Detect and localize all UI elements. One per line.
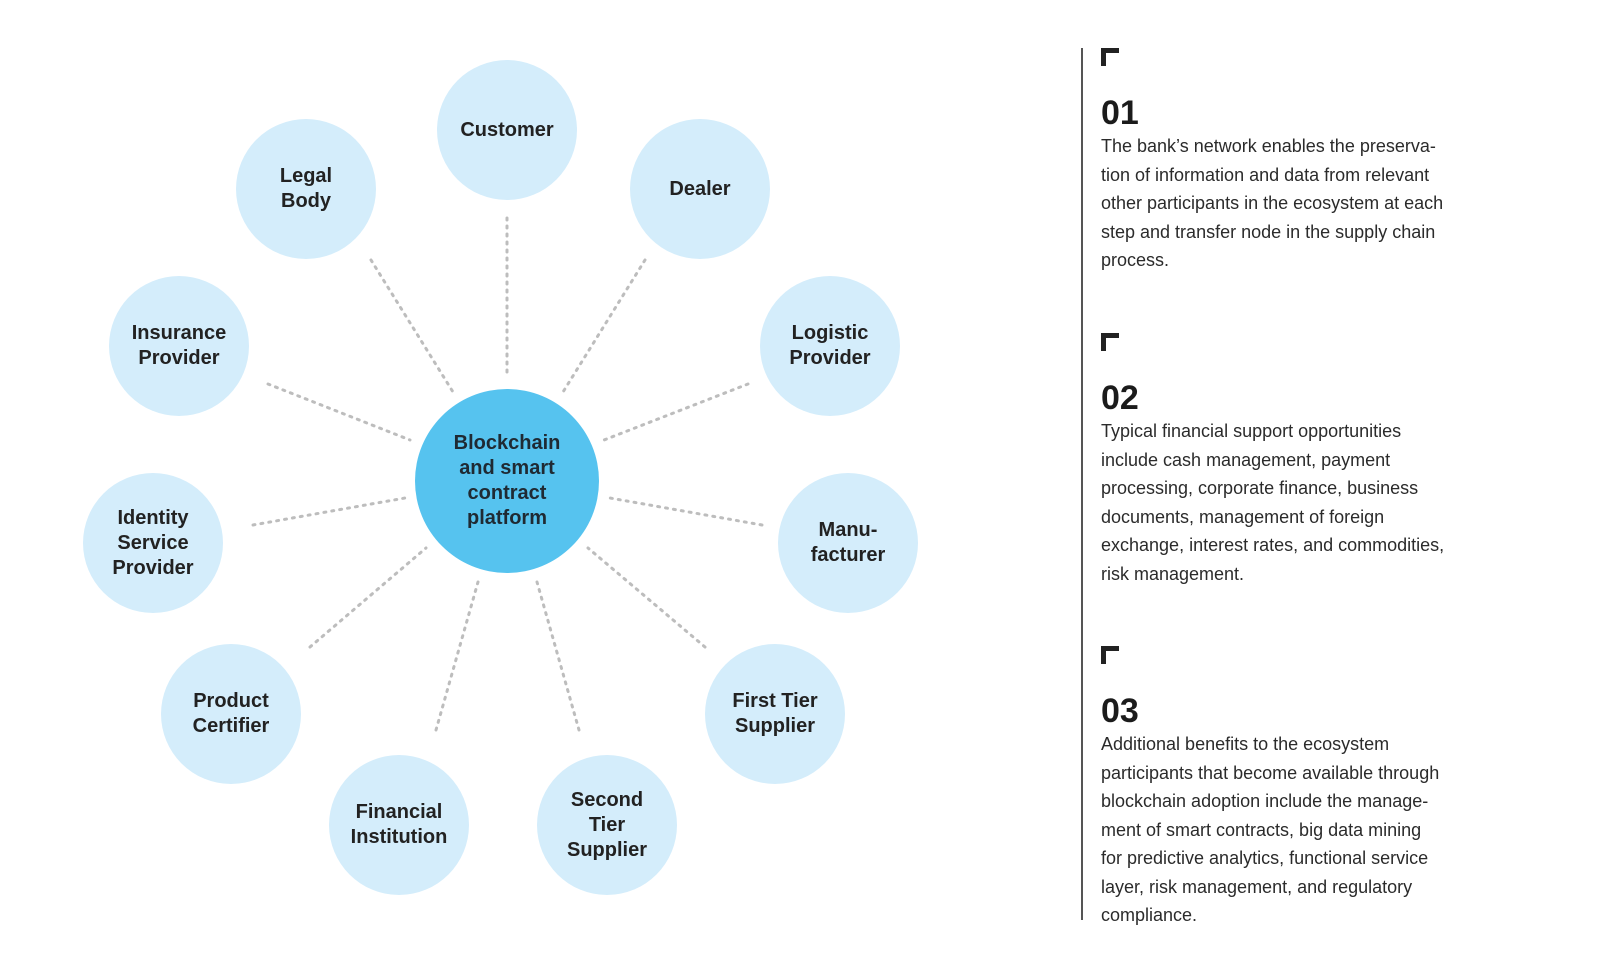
connector-lines [251,216,764,732]
node-product-certifier: Product Certifier [161,644,301,784]
node-manufacturer: Manu- facturer [778,473,918,613]
connector-insurance-provider [266,382,412,442]
info-section-02: 02 Typical financial support opportuniti… [1101,333,1491,588]
section-text: The bank’s network enables the preserva-… [1101,136,1444,270]
connector-manufacturer [608,496,764,527]
node-dealer: Dealer [630,119,770,259]
node-label: Logistic Provider [789,322,871,369]
node-second-tier-supplier: Second Tier Supplier [537,755,677,895]
node-label: Legal Body [279,165,333,212]
node-legal-body: Legal Body [236,119,376,259]
connector-identity-service-provider [251,496,407,527]
node-logistic-provider: Logistic Provider [760,276,900,416]
node-first-tier-supplier: First Tier Supplier [705,644,845,784]
blockchain-platform-hub: Blockchain and smart contract platform [415,389,599,573]
ecosystem-diagram: Blockchain and smart contract platform C… [83,60,918,895]
node-label: Financial Institution [350,801,448,848]
hub-label: Blockchain and smart contract platform [453,432,561,529]
connector-financial-institution [434,580,480,732]
node-label: Product Certifier [192,690,270,737]
node-label: Identity Service Provider [112,506,194,579]
connector-dealer [561,258,647,394]
info-section-01: 01 The bank’s network enables the preser… [1101,48,1491,275]
corner-mark-icon [1101,646,1119,664]
corner-mark-icon [1101,333,1119,351]
node-customer: Customer [437,60,577,200]
section-text: Additional benefits to the ecosystem par… [1101,734,1440,925]
connector-second-tier-supplier [535,580,581,732]
section-number: 03 [1101,692,1139,730]
section-text: Typical financial support opportunities … [1101,421,1445,584]
node-label: Second Tier Supplier [566,788,647,861]
connector-legal-body [369,258,455,394]
connector-product-certifier [308,546,428,649]
connector-first-tier-supplier [586,546,707,649]
node-insurance-provider: Insurance Provider [109,276,249,416]
section-number: 02 [1101,379,1139,417]
info-section-03: 03 Additional benefits to the ecosystem … [1101,646,1491,930]
node-identity-service-provider: Identity Service Provider [83,473,223,613]
node-label: Customer [460,118,554,141]
node-label: Insurance Provider [131,322,227,369]
node-financial-institution: Financial Institution [329,755,469,895]
corner-mark-icon [1101,48,1119,66]
node-label: Dealer [669,177,731,200]
section-number: 01 [1101,94,1139,132]
vertical-divider [1081,48,1083,920]
connector-logistic-provider [602,382,750,442]
node-label: Manu- facturer [810,519,886,566]
node-label: First Tier Supplier [732,690,818,737]
